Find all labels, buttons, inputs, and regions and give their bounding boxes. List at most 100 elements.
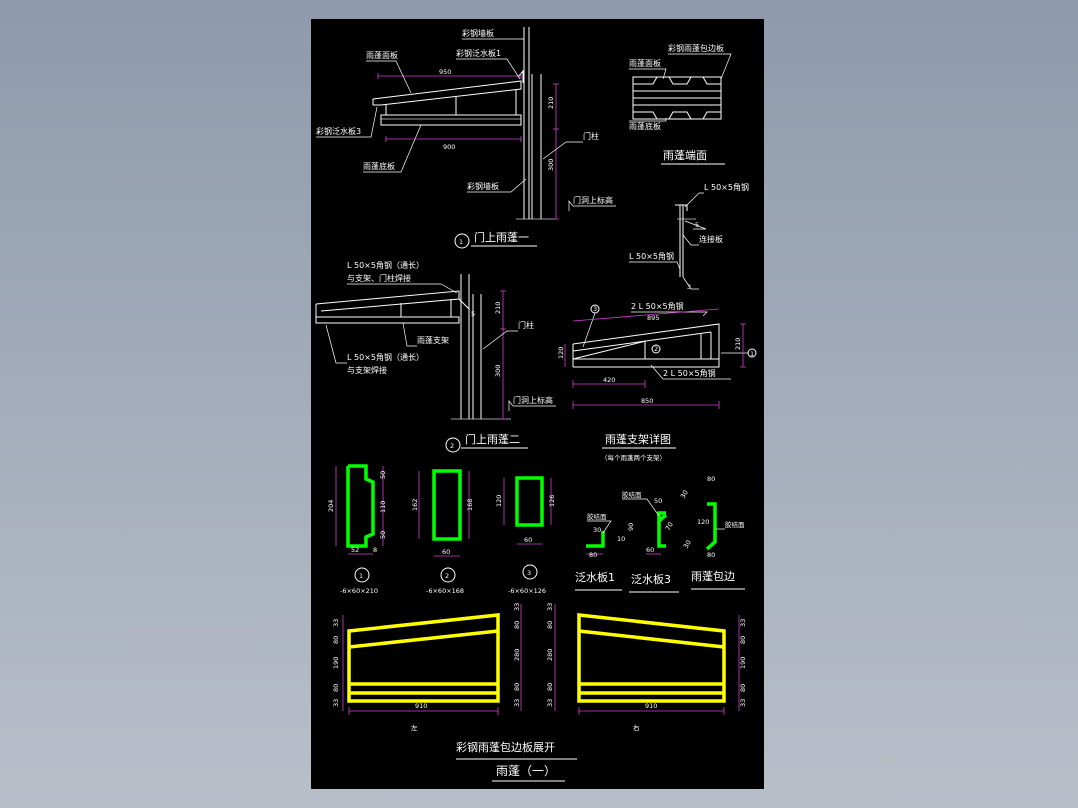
label-flashing1: 彩钢泛水板1 [456,48,501,58]
edge-title: 雨蓬包边 [691,570,735,583]
support-detail-section: 3 1 2 2 L 50×5角钢 895 120 210 2 L 50×5角钢 … [557,301,757,462]
p2-spec: -6×60×168 [426,587,464,595]
canopy1-title: 门上雨蓬一 [474,230,529,244]
label-c2-column: 门柱 [518,320,534,330]
circle-3: 3 [593,305,597,313]
label-support: 雨蓬支架 [417,335,449,345]
f1-d1: 30 [593,526,601,534]
label-column: 门柱 [583,131,599,141]
label-bottom-panel: 雨蓬底板 [363,161,395,171]
c2-dim-h2: 300 [494,365,502,377]
dim-bottom: 900 [443,143,455,151]
edge-d3: 120 [697,518,709,526]
flashings-section: 胶结面 30 80 10 泛水板1 胶结面 50 90 60 70 泛水板3 8… [575,475,745,593]
unfold-section: 33 80 190 80 33 33 80 280 80 33 910 左 33… [332,603,747,782]
p1-a: 50 [379,471,387,479]
support-detail-title: 雨蓬支架详图 [605,432,671,446]
ul-r0: 33 [513,603,521,611]
sd-dim-seg: 420 [603,376,615,384]
support-detail-subtitle: （每个雨蓬两个支架） [601,453,666,462]
drawing-sheet: 950 900 210 300 彩钢墙板 彩钢泛水板1 雨蓬面板 彩钢泛水板3 … [311,19,764,789]
p2-h2: 168 [466,499,474,511]
weld-size-2: 5 [471,310,475,318]
p3-spec: -6×60×126 [508,587,546,595]
edge-d1: 80 [707,475,715,483]
ur-d0: 33 [546,603,554,611]
p2-h: 162 [411,499,419,511]
edge-label: 胶结面 [725,520,745,529]
label-edge: 彩钢雨蓬包边板 [668,43,724,53]
label-bottom-angle-2: 与支架焊接 [347,365,387,375]
weld-size: 5 [695,221,699,229]
canopy-end-title: 雨蓬端面 [663,149,707,162]
dim-top: 950 [439,68,451,76]
ur-label: 右 [633,723,640,732]
num-3: 3 [687,283,691,291]
ul-label: 左 [411,723,418,732]
canopy-one-section: 950 900 210 300 彩钢墙板 彩钢泛水板1 雨蓬面板 彩钢泛水板3 … [316,27,616,249]
canopy2-num: 2 [450,442,454,450]
label-flashing3: 彩钢泛水板3 [316,126,361,136]
ur-d3: 80 [546,683,554,691]
label-angle1: L 50×5角钢 [704,182,749,192]
label-top-angle: L 50×5角钢（通长） [347,260,424,270]
p2-w: 60 [442,548,450,556]
label-wall-panel-2: 彩钢墙板 [467,181,499,191]
unfold-title: 彩钢雨蓬包边板展开 [456,740,555,754]
angle-detail-section: L 50×5角钢 5 连接板 L 50×5角钢 3 [629,182,749,291]
ur-r3: 80 [739,684,747,692]
circle-1: 1 [750,350,754,358]
f1-d2: 80 [589,551,597,559]
label-door-top: 门洞上标高 [573,195,613,205]
f3-title: 泛水板3 [631,572,671,586]
ur-r4: 33 [739,699,747,707]
ur-d2: 280 [546,649,554,661]
label-bottom-angle: L 50×5角钢（通长） [347,352,424,362]
canopy1-num: 1 [459,238,463,246]
f1-d3: 10 [617,535,625,543]
p1-c: 50 [379,531,387,539]
sd-dim-bottom: 850 [641,397,653,405]
ul-d4: 33 [332,699,340,707]
plates-section: 204 50 110 50 52 8 1 -6×60×210 162 168 6… [327,464,556,595]
p1-b: 110 [379,501,387,513]
dim-h1: 210 [547,97,555,109]
edge-d5: 30 [682,539,693,550]
f3-label: 胶结面 [622,490,642,499]
f1-label: 胶结面 [587,512,607,521]
f3-d2: 90 [627,523,635,531]
p2-num: 2 [445,572,449,580]
label-face-panel: 雨蓬面板 [366,50,398,60]
canopy-two-section: 5 210 300 L 50×5角钢（通长） 与支架、门柱焊接 雨蓬支架 门柱 … [315,260,556,453]
ul-r2: 280 [513,649,521,661]
sd-dim-top: 895 [647,314,659,322]
ul-r3: 80 [513,683,521,691]
ur-r2: 190 [739,657,747,669]
label-c2-door-top: 门洞上标高 [513,395,553,405]
p1-t: 8 [373,546,377,554]
f3-d4: 70 [664,521,675,532]
p1-h: 204 [327,500,335,512]
circle-2: 2 [654,345,658,353]
label-top-angle-2: 与支架、门柱焊接 [347,273,411,283]
ul-d0: 33 [332,619,340,627]
ur-r0: 33 [739,619,747,627]
f3-d1: 50 [654,497,662,505]
p1-spec: -6×60×210 [340,587,378,595]
ur-r1: 80 [739,636,747,644]
p3-num: 3 [527,569,531,577]
label-sd-bottom-angle: 2 L 50×5角钢 [663,368,716,378]
label-wall-panel: 彩钢墙板 [462,28,494,38]
f3-d3: 60 [646,546,654,554]
ur-w: 910 [645,702,657,710]
ul-d3: 80 [332,684,340,692]
sd-dim-left: 120 [557,347,565,359]
ul-d1: 80 [332,636,340,644]
edge-d4: 80 [707,551,715,559]
ur-d4: 33 [546,699,554,707]
label-end-bottom: 雨蓬底板 [629,121,661,131]
label-plate: 连接板 [699,234,723,244]
label-end-face: 雨蓬面板 [629,58,661,68]
p3-w: 60 [524,536,532,544]
p3-h2: 126 [548,495,556,507]
